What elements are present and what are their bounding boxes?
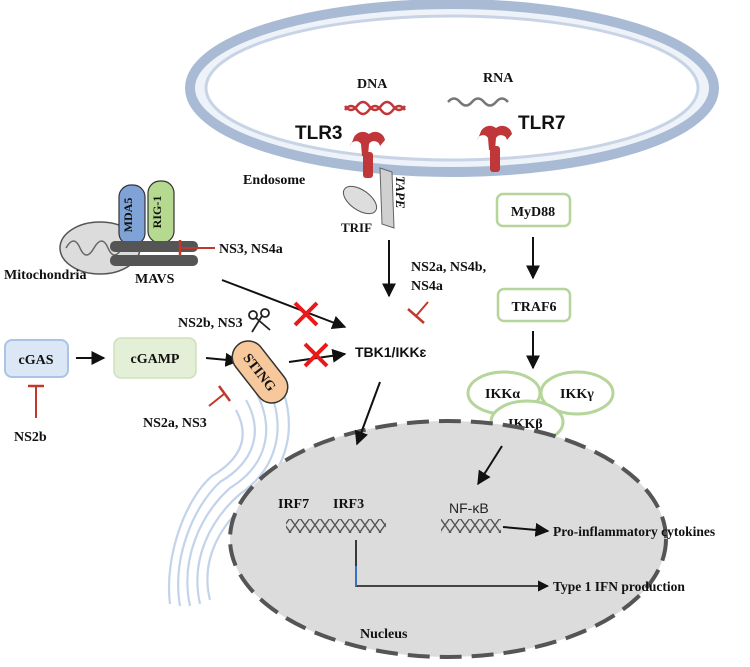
ikkg-label: IKKγ (560, 387, 594, 402)
ns2a-ns4b-label-line2: NS4a (411, 279, 443, 294)
tape-protein: TAPE (379, 167, 408, 229)
tlr3-label: TLR3 (295, 123, 343, 144)
pro-inflammatory-label: Pro-inflammatory cytokines (553, 524, 715, 539)
cgamp-box (113, 337, 197, 379)
arrow-tbk1-irf (354, 381, 381, 446)
traf6-box (496, 287, 572, 323)
nfkb-dna-icon (441, 519, 501, 533)
arrow-mavs-tbk1 (221, 279, 347, 330)
rna-label: RNA (483, 71, 514, 86)
ns2a-ns4b-label-line1: NS2a, NS4b, (411, 260, 486, 275)
mda5-protein: MDA5 (118, 184, 146, 246)
rna-icon (447, 97, 509, 107)
block-cross-icon (293, 301, 319, 327)
mavs-label: MAVS (135, 272, 175, 287)
ns2b-label: NS2b (14, 430, 47, 445)
tape-label: TAPE (393, 176, 408, 209)
cgas-label: cGAS (19, 353, 54, 368)
irf7-label: IRF7 (278, 497, 309, 512)
nucleus-label: Nucleus (360, 627, 408, 642)
mavs-membrane (110, 241, 198, 266)
inhibit-mavs (178, 240, 215, 256)
ns2a-ns3-label: NS2a, NS3 (143, 416, 207, 431)
type1-ifn-label: Type 1 IFN production (553, 579, 685, 594)
nucleus (228, 419, 668, 659)
myd88-box (495, 192, 572, 228)
sting-protein: STING (231, 340, 289, 404)
tbk1-label: TBK1/IKKɛ (355, 344, 427, 360)
rig1-protein: RIG-1 (147, 180, 175, 244)
arrow-ikk-nfkb (477, 445, 503, 486)
ns3-ns4a-label: NS3, NS4a (219, 242, 283, 257)
cgamp-label: cGAMP (131, 352, 180, 367)
irf3-label: IRF3 (333, 497, 364, 512)
nfkb-label: NF-κB (449, 500, 489, 516)
endosome (185, 0, 719, 177)
tlr7-label: TLR7 (518, 113, 566, 134)
mitochondria-label: Mitochondria (4, 268, 86, 283)
irf-dna-icon (286, 519, 386, 533)
inhibit-sting (208, 385, 232, 407)
block-cross-icon (303, 342, 329, 368)
rig1-label: RIG-1 (150, 196, 164, 229)
cgas-box (4, 339, 69, 378)
dna-label: DNA (357, 77, 388, 92)
ns2b-ns3-label: NS2b, NS3 (178, 316, 243, 331)
myd88-label: MyD88 (511, 205, 555, 220)
ikka-label: IKKα (485, 387, 520, 402)
dna-icon (344, 100, 406, 116)
trif-label: TRIF (341, 220, 372, 235)
inhibit-cgas (28, 384, 44, 418)
arrow-pro-inflammatory (502, 522, 550, 537)
trif-shape (342, 185, 378, 215)
scissors-icon (248, 308, 271, 333)
tlr3-receptor-icon (350, 131, 385, 178)
traf6-label: TRAF6 (511, 300, 556, 315)
endosome-label: Endosome (243, 173, 305, 188)
inhibit-tbk1 (407, 301, 429, 324)
tlr7-receptor-icon (477, 125, 512, 172)
mda5-label: MDA5 (121, 198, 135, 233)
